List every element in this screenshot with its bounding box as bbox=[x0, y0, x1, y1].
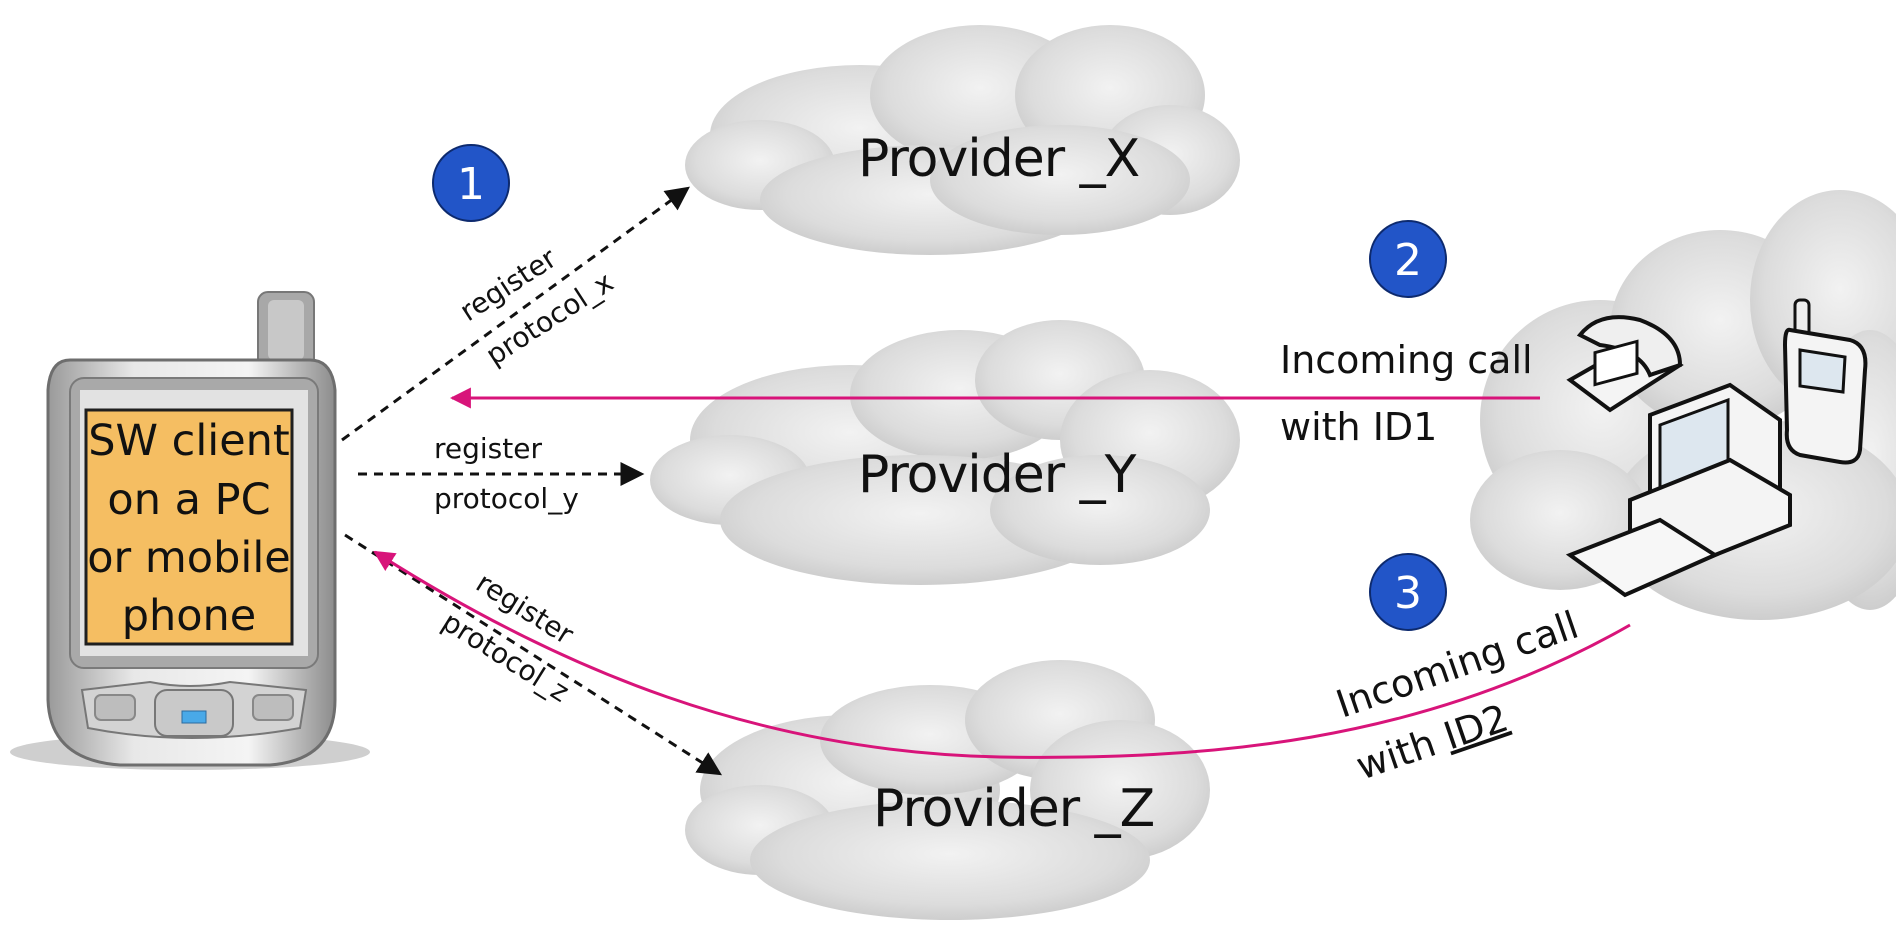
provider-y-label: Provider _Y bbox=[858, 445, 1137, 505]
label-protocol-y: protocol_y bbox=[434, 482, 579, 515]
cloud-provider-x bbox=[685, 25, 1240, 255]
cell-phone-icon bbox=[1782, 298, 1868, 465]
cloud-provider-y bbox=[650, 320, 1240, 585]
provider-z-label: Provider _Z bbox=[873, 779, 1154, 839]
mobile-phone-icon bbox=[10, 291, 370, 770]
client-label-line1: SW client bbox=[88, 416, 290, 466]
step-badge-2-number: 2 bbox=[1394, 235, 1422, 286]
step-badge-2: 2 bbox=[1369, 220, 1447, 298]
provider-x-label: Provider _X bbox=[858, 129, 1139, 189]
step-badge-1-number: 1 bbox=[457, 159, 485, 210]
label-register-y: register bbox=[434, 432, 542, 465]
incoming-call-1-line1: Incoming call bbox=[1280, 338, 1533, 382]
arrow-register-z bbox=[344, 533, 723, 776]
incoming-call-1-line2: with ID1 bbox=[1280, 405, 1437, 449]
step-badge-3-number: 3 bbox=[1394, 568, 1422, 619]
step-badge-3: 3 bbox=[1369, 553, 1447, 631]
step-badge-1: 1 bbox=[432, 144, 510, 222]
desktop-computer-icon bbox=[1565, 382, 1792, 598]
client-label-line3: or mobile bbox=[87, 533, 291, 583]
arrow-register-x bbox=[341, 186, 690, 442]
incoming-call-2-line1: Incoming call bbox=[1331, 603, 1584, 727]
desk-telephone-icon bbox=[1566, 315, 1684, 413]
incoming-call-arrow-id2 bbox=[373, 550, 1631, 759]
client-label-line2: on a PC bbox=[107, 475, 270, 525]
client-label-line4: phone bbox=[122, 591, 257, 641]
